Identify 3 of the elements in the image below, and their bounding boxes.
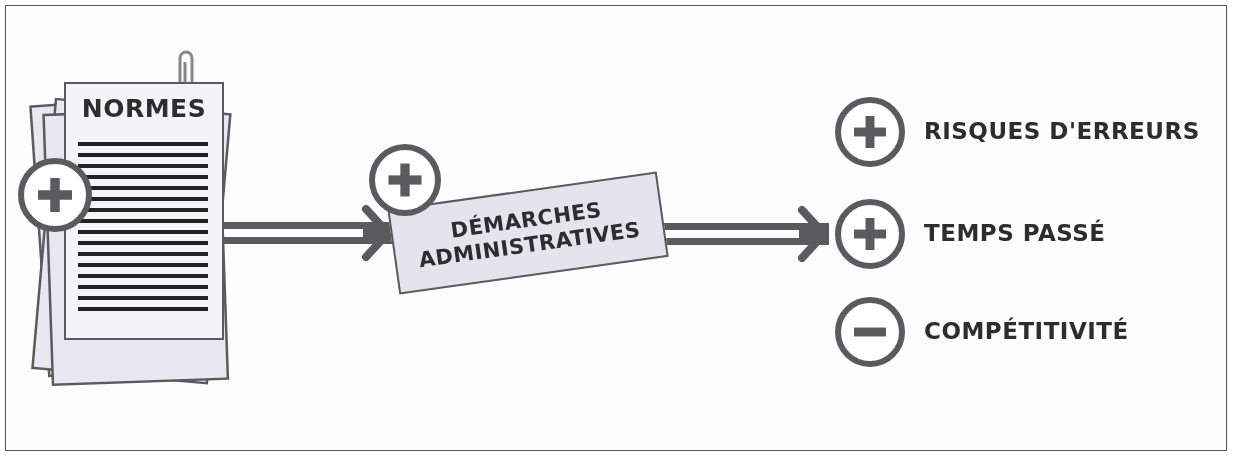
result-text: TEMPS PASSÉ	[924, 220, 1106, 246]
result-text: COMPÉTITIVITÉ	[924, 318, 1129, 344]
result-text: RISQUES D'ERREURS	[924, 118, 1200, 144]
